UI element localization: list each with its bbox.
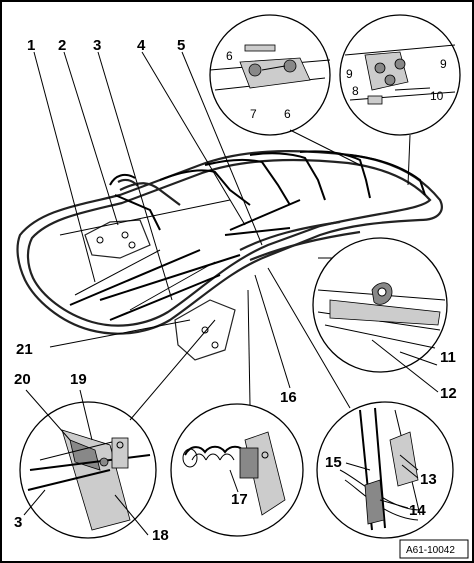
callout-15: 15 [325, 454, 342, 471]
callout-17: 17 [231, 491, 248, 508]
detail-tr-label-10: 10 [430, 89, 444, 103]
callout-16: 16 [280, 389, 297, 406]
detail-circle-tension-spring [170, 289, 304, 537]
callout-14: 14 [409, 502, 426, 519]
callout-5: 5 [177, 37, 185, 54]
callout-11: 11 [440, 349, 456, 366]
detail-tl-label-6b: 6 [284, 107, 291, 121]
detail-circle-seal-bracket [312, 237, 448, 393]
detail-tl-label-6a: 6 [226, 49, 233, 63]
detail-tr-label-9b: 9 [440, 57, 447, 71]
callout-3-detail: 3 [14, 514, 22, 531]
callout-13: 13 [420, 471, 437, 488]
callout-4: 4 [137, 37, 146, 54]
callout-19: 19 [70, 371, 87, 388]
roof-frame [16, 150, 443, 361]
detail-tl-label-7: 7 [250, 107, 257, 121]
reference-code: A61-10042 [406, 545, 455, 556]
leader-lines [33, 51, 332, 389]
callout-2: 2 [58, 37, 66, 54]
callout-1: 1 [27, 37, 35, 54]
detail-tr-label-8: 8 [352, 84, 359, 98]
detail-circle-latch-right [339, 14, 461, 186]
detail-tr-label-9a: 9 [346, 67, 353, 81]
callout-3: 3 [93, 37, 101, 54]
detail-circle-cable-guide [267, 267, 454, 539]
callout-12: 12 [440, 385, 457, 402]
callout-20: 20 [14, 371, 31, 388]
callout-18: 18 [152, 527, 169, 544]
reference-code-box [399, 539, 469, 559]
callout-21: 21 [16, 341, 33, 358]
detail-circle-latch-left [209, 14, 361, 166]
